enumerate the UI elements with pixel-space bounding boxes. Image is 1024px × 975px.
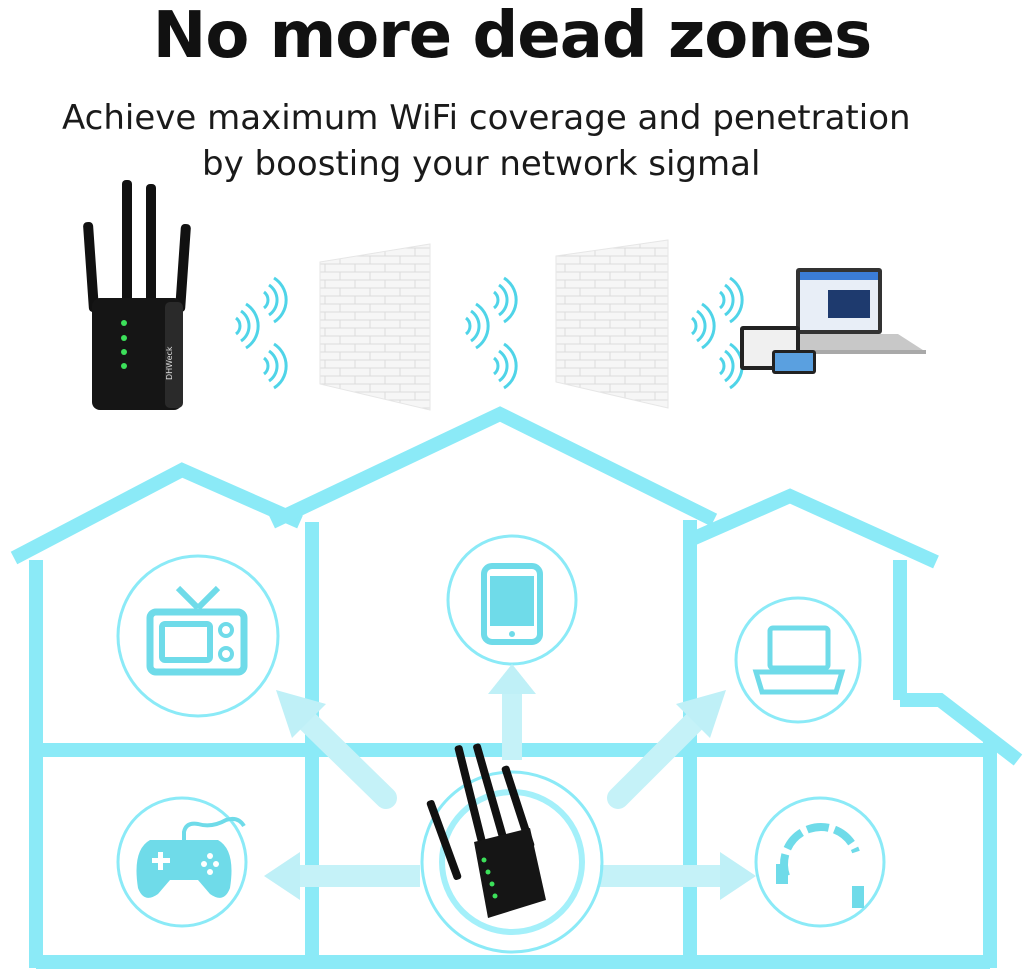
devices-group — [740, 268, 926, 374]
brick-wall — [319, 243, 431, 411]
brick-wall — [555, 239, 669, 409]
wifi-signal-icon — [234, 276, 288, 390]
phone-icon — [446, 534, 578, 666]
wifi-signal-icon — [464, 276, 518, 390]
headline: No more dead zones — [152, 0, 873, 73]
laptop-icon — [734, 596, 862, 724]
gamepad-icon — [116, 796, 248, 928]
subheadline-line-1: Achieve maximum WiFi coverage and penetr… — [62, 98, 911, 138]
router-device-center — [420, 743, 604, 954]
device-brand-label: DHWeck — [165, 346, 174, 380]
signal-arrows — [264, 664, 756, 900]
wifi-signal-icon — [690, 276, 744, 390]
headphones-icon — [754, 796, 886, 928]
router-device-top: DHWeck — [83, 180, 191, 410]
subheadline: Achieve maximum WiFi coverage and penetr… — [62, 95, 962, 187]
tv-icon — [116, 554, 280, 718]
subheadline-line-2: by boosting your network sigmal — [202, 144, 761, 184]
